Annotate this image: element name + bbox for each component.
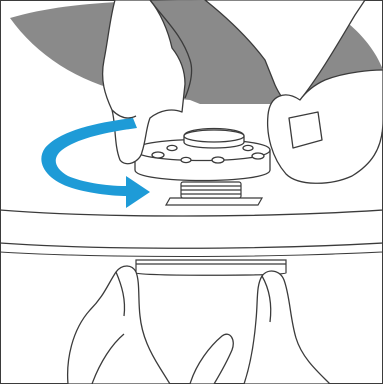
- surface-bottom-line: [0, 243, 383, 248]
- surface-top-line: [0, 210, 383, 216]
- surface-opening: [166, 198, 262, 205]
- bottom-washer-icon: [136, 260, 286, 275]
- surface-lower-line: [0, 252, 383, 257]
- screw-thread-icon: [181, 182, 241, 198]
- screw-knob-icon: [135, 129, 270, 181]
- hand-bottom-icon: [68, 266, 330, 384]
